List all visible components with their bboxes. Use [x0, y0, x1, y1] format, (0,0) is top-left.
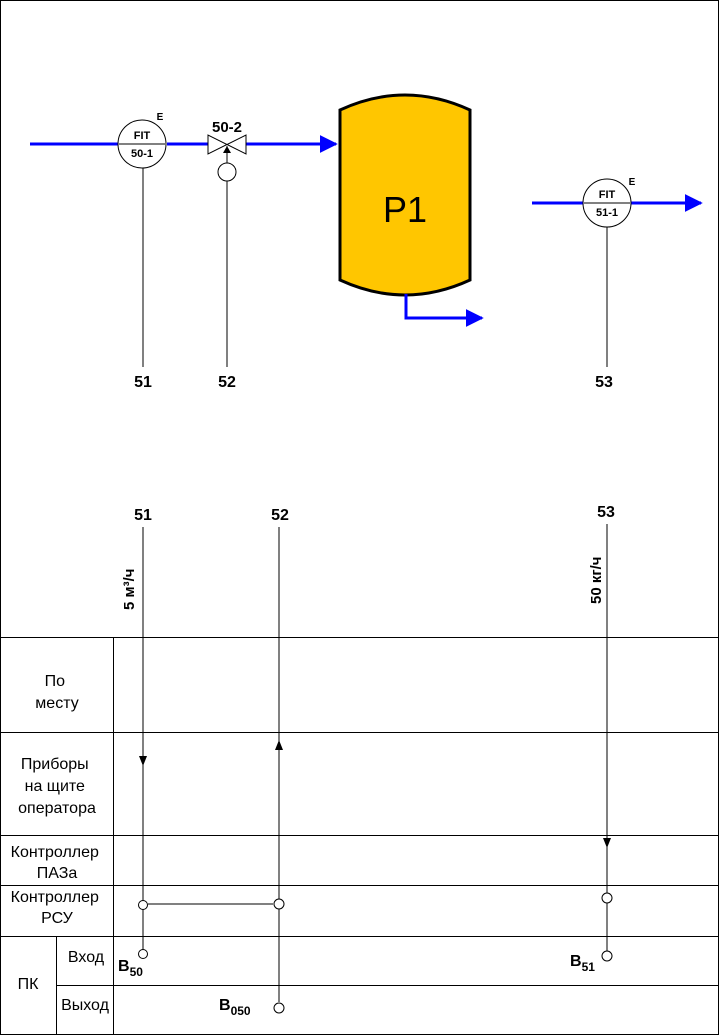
io-tag-b51: B51 [570, 953, 595, 974]
fit-51-1-code: FIT [599, 189, 616, 201]
range-label-51: 5 м³/ч [121, 569, 138, 610]
top-line-number-51: 51 [134, 374, 152, 391]
row-label-pk-output: Выход [61, 997, 110, 1014]
fit-50-1-mark: E [157, 112, 164, 123]
io-tag-b050: B050 [219, 997, 251, 1018]
bottom-line-number-51: 51 [134, 507, 152, 524]
arrow-53-down [603, 838, 611, 848]
io-tag-b50: B50 [118, 958, 143, 979]
instrument-fit-51-1[interactable]: FIT 51-1 E [582, 177, 636, 228]
bottom-line-number-53: 53 [597, 504, 615, 521]
instrument-fit-50-1[interactable]: FIT 50-1 E [117, 112, 167, 169]
range-label-53: 50 кг/ч [588, 557, 605, 604]
vessel-label: P1 [383, 189, 427, 230]
vessel-p1[interactable]: P1 [338, 93, 472, 297]
control-valve-50-2[interactable]: 50-2 [207, 119, 247, 182]
arrow-51-down [139, 756, 147, 766]
row-label-pk-input: Вход [68, 949, 105, 966]
row-label-operator-panel: Приборы на щите оператора [18, 756, 96, 817]
row-label-rsu-controller: Контроллер РСУ [11, 889, 104, 927]
fit-51-1-number: 51-1 [596, 207, 618, 219]
node-51-rsu [138, 900, 148, 910]
node-51-pk-input [138, 949, 148, 959]
valve-50-2-tag: 50-2 [212, 119, 242, 136]
node-52-rsu [273, 898, 285, 910]
fit-51-1-mark: E [629, 177, 636, 188]
row-label-pk: ПК [18, 976, 40, 993]
io-table-grid [0, 637, 719, 1035]
row-label-paz-controller: Контроллер ПАЗа [11, 844, 104, 882]
bottom-line-number-52: 52 [271, 507, 289, 524]
row-label-local: По месту [35, 673, 78, 712]
node-53-rsu [601, 892, 613, 904]
fit-50-1-code: FIT [134, 130, 151, 142]
arrow-52-up [275, 740, 283, 750]
node-53-pk-input [601, 950, 613, 962]
top-line-number-53: 53 [595, 374, 613, 391]
top-line-number-52: 52 [218, 374, 236, 391]
vessel-outlet-flow [404, 294, 484, 327]
fit-50-1-number: 50-1 [131, 148, 153, 160]
node-52-pk-output [273, 1002, 285, 1014]
